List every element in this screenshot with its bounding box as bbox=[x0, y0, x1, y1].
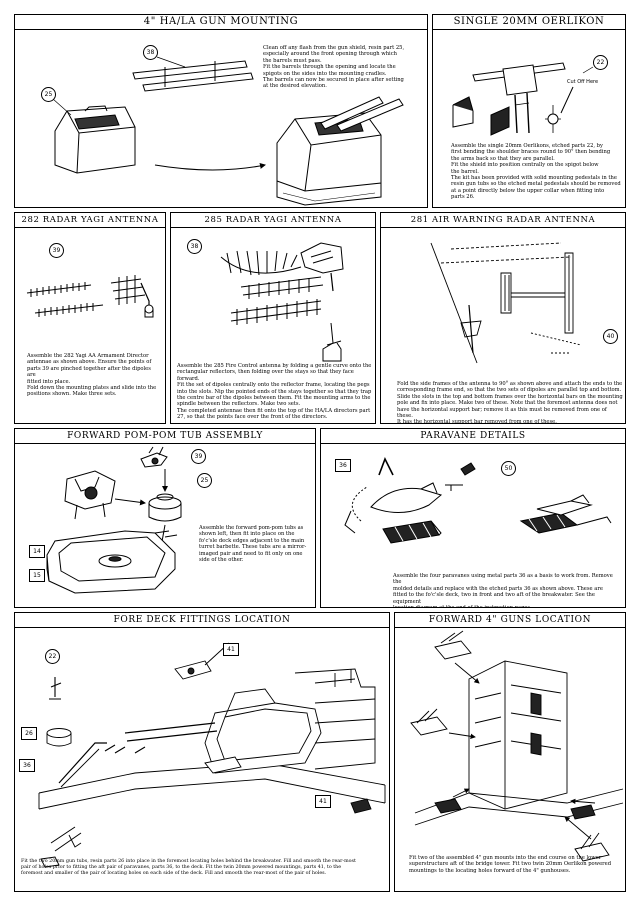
callout-part-39: 39 bbox=[49, 243, 64, 258]
fore-deck-drawing bbox=[15, 613, 390, 892]
tag-part-41-top: 41 bbox=[223, 643, 239, 656]
paravane-instructions: Assemble the four paravanes using metal … bbox=[393, 573, 613, 607]
panel-title: SINGLE 20MM OERLIKON bbox=[433, 15, 625, 30]
oerlikon-instructions: Assemble the single 20mm Oerlikons, etch… bbox=[451, 143, 621, 201]
cut-off-label: Cut Off Here bbox=[567, 79, 599, 85]
panel-title: 282 RADAR YAGI ANTENNA bbox=[15, 213, 165, 228]
panel-oerlikon: SINGLE 20MM OERLIKON 22 Cut Off Here Ass… bbox=[432, 14, 626, 208]
tag-part-41-bottom: 41 bbox=[315, 795, 331, 808]
panel-pompom: FORWARD POM-POM TUB ASSEMBLY bbox=[14, 428, 316, 608]
tag-part-15: 15 bbox=[29, 569, 45, 582]
tag-part-36: 36 bbox=[335, 459, 351, 472]
radar-285-instructions: Assemble the 285 Fire Control antenna by… bbox=[177, 363, 372, 421]
forward-guns-instructions: Fit two of the assembled 4" gun mounts i… bbox=[409, 855, 612, 874]
panel-radar-285: 285 RADAR YAGI ANTENNA 38 Assemble the 2… bbox=[170, 212, 376, 424]
callout-part-38: 38 bbox=[143, 45, 158, 60]
panel-title: FORE DECK FITTINGS LOCATION bbox=[15, 613, 389, 628]
callout-part-50: 50 bbox=[501, 461, 516, 476]
radar-282-drawing bbox=[15, 213, 166, 424]
panel-radar-281: 281 AIR WARNING RADAR ANTENNA 40 Fold th… bbox=[380, 212, 626, 424]
panel-radar-282: 282 RADAR YAGI ANTENNA 39 Assemble the 2… bbox=[14, 212, 166, 424]
tag-part-36: 36 bbox=[19, 759, 35, 772]
gun-mounting-instructions: Clean off any flash from the gun shield,… bbox=[263, 45, 405, 90]
panel-title: FORWARD 4" GUNS LOCATION bbox=[395, 613, 625, 628]
radar-285-drawing bbox=[171, 213, 376, 424]
panel-title: 4" HA/LA GUN MOUNTING bbox=[15, 15, 427, 30]
forward-guns-drawing bbox=[395, 613, 626, 892]
tag-part-14: 14 bbox=[29, 545, 45, 558]
tag-part-26: 26 bbox=[21, 727, 37, 740]
pompom-drawing bbox=[15, 429, 316, 608]
callout-part-22: 22 bbox=[45, 649, 60, 664]
panel-gun-mounting: 4" HA/LA GUN MOUNTING 3 bbox=[14, 14, 428, 208]
panel-title: 285 RADAR YAGI ANTENNA bbox=[171, 213, 375, 228]
callout-part-25: 25 bbox=[41, 87, 56, 102]
callout-part-39: 39 bbox=[191, 449, 206, 464]
radar-281-drawing bbox=[381, 213, 626, 424]
gun-mounting-drawing bbox=[15, 15, 428, 208]
radar-281-instructions: Fold the side frames of the antenna to 9… bbox=[397, 381, 623, 424]
callout-part-22: 22 bbox=[593, 55, 608, 70]
panel-fore-deck: FORE DECK FITTINGS LOCATION bbox=[14, 612, 390, 892]
callout-part-38: 38 bbox=[187, 239, 202, 254]
radar-282-instructions: Assemble the 282 Yagi AA Armament Direct… bbox=[27, 353, 157, 398]
panel-title: 281 AIR WARNING RADAR ANTENNA bbox=[381, 213, 625, 228]
callout-part-25: 25 bbox=[197, 473, 212, 488]
panel-paravane: PARAVANE DETAILS 36 50 Assemble bbox=[320, 428, 626, 608]
paravane-drawing bbox=[321, 429, 626, 608]
panel-title: PARAVANE DETAILS bbox=[321, 429, 625, 444]
panel-title: FORWARD POM-POM TUB ASSEMBLY bbox=[15, 429, 315, 444]
callout-part-40: 40 bbox=[603, 329, 618, 344]
fore-deck-instructions: Fit the two 20mm gun tubs, resin parts 2… bbox=[21, 859, 356, 876]
pompom-instructions: Assemble the forward pom-pom tubs as sho… bbox=[199, 525, 307, 564]
panel-forward-guns: FORWARD 4" GUNS LOCATION bbox=[394, 612, 626, 892]
oerlikon-drawing bbox=[433, 15, 626, 208]
